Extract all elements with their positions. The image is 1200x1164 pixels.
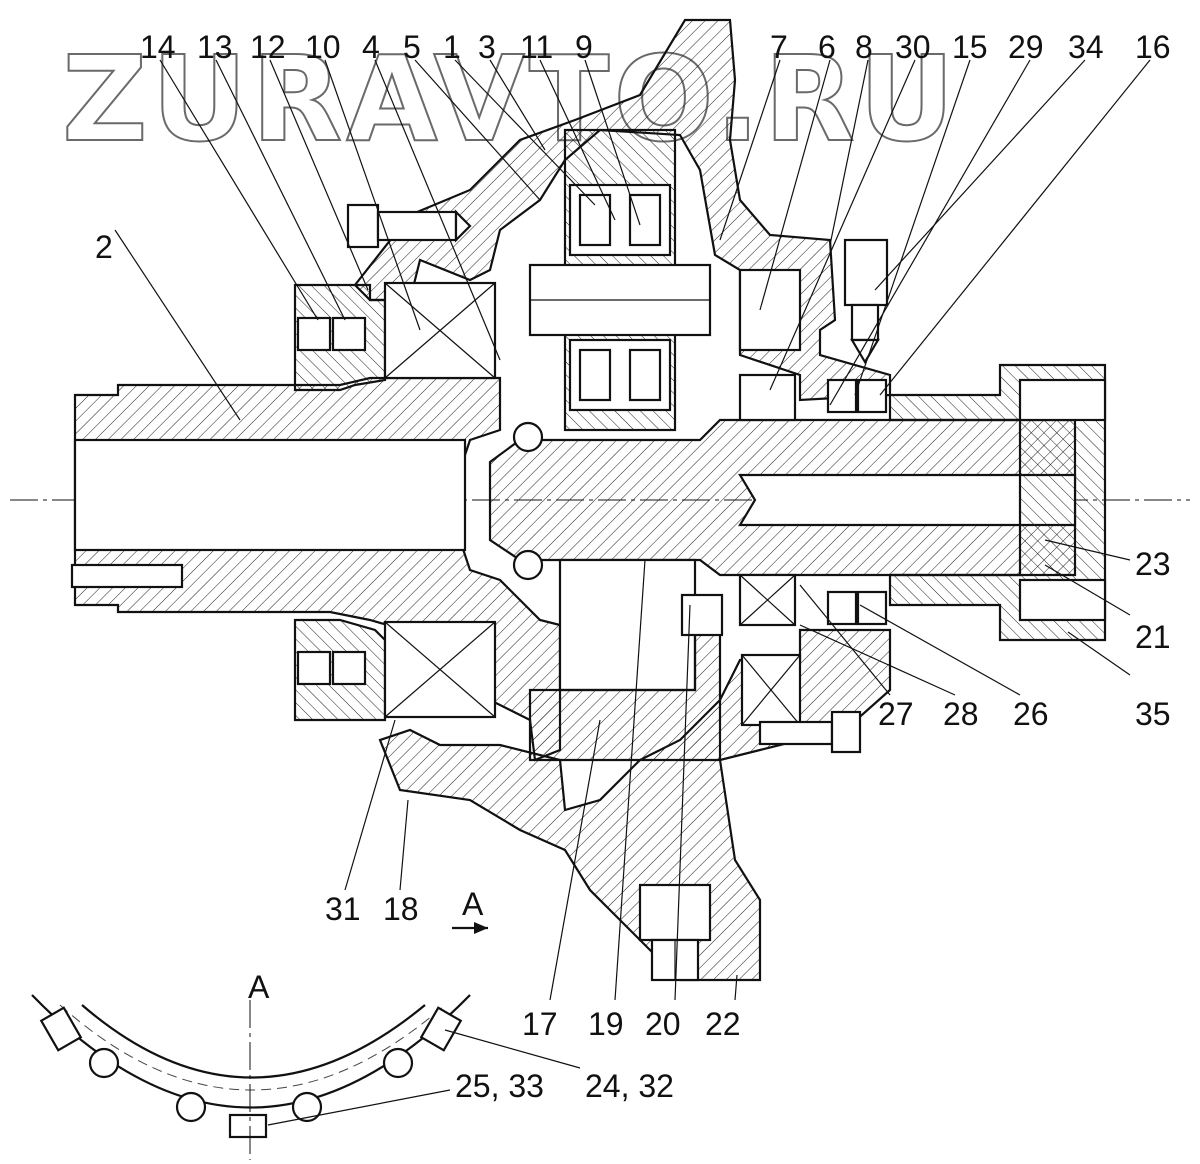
part-label-3: 3 bbox=[478, 29, 496, 65]
seal-left-3 bbox=[296, 650, 332, 686]
part-label-12: 12 bbox=[250, 29, 286, 65]
part-label-17: 17 bbox=[522, 1006, 558, 1042]
part-label-11: 11 bbox=[520, 29, 553, 65]
part-label-24-32: 24, 32 bbox=[585, 1068, 674, 1104]
part-label-1: 1 bbox=[443, 29, 461, 65]
section-label: A bbox=[462, 886, 484, 922]
part-label-8: 8 bbox=[855, 29, 873, 65]
part-label-27: 27 bbox=[878, 696, 914, 732]
seal-right-2 bbox=[856, 378, 888, 414]
seal-right-3 bbox=[826, 590, 858, 626]
part-label-31: 31 bbox=[325, 891, 361, 927]
sun-gear-block bbox=[558, 558, 697, 692]
part-label-20: 20 bbox=[645, 1006, 681, 1042]
part-label-9: 9 bbox=[575, 29, 593, 65]
retaining-ring bbox=[680, 593, 724, 637]
flange-recess-upper bbox=[1018, 378, 1107, 422]
label-group-lower-right: 27 28 26 bbox=[878, 696, 1049, 732]
flange-recess-lower bbox=[1018, 578, 1107, 622]
part-label-6: 6 bbox=[818, 29, 836, 65]
bearing-right-upper bbox=[738, 268, 802, 352]
bearing-left-upper bbox=[383, 281, 497, 380]
drain-plug bbox=[638, 883, 712, 982]
shaft-key-bolt bbox=[70, 563, 184, 589]
part-label-18: 18 bbox=[383, 891, 419, 927]
part-label-2: 2 bbox=[95, 229, 113, 265]
bearing-right-low bbox=[738, 573, 797, 627]
label-group-right: 23 21 35 bbox=[1135, 546, 1171, 732]
part-label-29: 29 bbox=[1008, 29, 1044, 65]
section-arrow: A bbox=[452, 886, 488, 934]
detail-view-a: A bbox=[31, 969, 581, 1160]
part-label-16: 16 bbox=[1135, 29, 1171, 65]
part-label-7: 7 bbox=[770, 29, 788, 65]
leader-lines bbox=[114, 59, 1151, 1001]
part-label-13: 13 bbox=[197, 29, 233, 65]
bearing-right-mid bbox=[738, 373, 797, 422]
part-label-25-33: 25, 33 bbox=[455, 1068, 544, 1104]
roller-2 bbox=[628, 193, 662, 247]
bearing-right-bottom bbox=[740, 653, 802, 727]
seal-left-1 bbox=[296, 316, 332, 352]
part-label-35: 35 bbox=[1135, 696, 1171, 732]
part-label-19: 19 bbox=[588, 1006, 624, 1042]
label-group-lower-left: 31 18 bbox=[325, 891, 419, 927]
seal-right-4 bbox=[856, 590, 888, 626]
part-label-21: 21 bbox=[1135, 619, 1171, 655]
bearing-left-lower bbox=[383, 620, 497, 719]
part-label-34: 34 bbox=[1068, 29, 1104, 65]
label-group-detail: 25, 33 24, 32 bbox=[455, 1068, 674, 1104]
label-group-bottom: 17 19 20 22 bbox=[522, 1006, 741, 1042]
part-label-5: 5 bbox=[403, 29, 421, 65]
part-label-14: 14 bbox=[140, 29, 176, 65]
part-label-22: 22 bbox=[705, 1006, 741, 1042]
ball-bearing-lower bbox=[512, 549, 544, 581]
lower-bolt bbox=[758, 710, 862, 754]
detail-view-label: A bbox=[248, 969, 270, 1005]
top-bolt bbox=[346, 203, 472, 249]
shaft-bore bbox=[73, 438, 467, 552]
seal-left-2 bbox=[331, 316, 367, 352]
label-group-top: 14 13 12 10 4 5 1 3 11 9 7 6 8 30 15 29 … bbox=[140, 29, 1171, 65]
seal-left-4 bbox=[331, 650, 367, 686]
roller-1 bbox=[578, 193, 612, 247]
roller-4 bbox=[628, 348, 662, 402]
part-label-28: 28 bbox=[943, 696, 979, 732]
part-label-15: 15 bbox=[952, 29, 988, 65]
roller-3 bbox=[578, 348, 612, 402]
part-label-4: 4 bbox=[362, 29, 380, 65]
part-label-30: 30 bbox=[895, 29, 931, 65]
ball-bearing-upper bbox=[512, 421, 544, 453]
part-label-23: 23 bbox=[1135, 546, 1171, 582]
part-label-10: 10 bbox=[305, 29, 341, 65]
part-label-26: 26 bbox=[1013, 696, 1049, 732]
